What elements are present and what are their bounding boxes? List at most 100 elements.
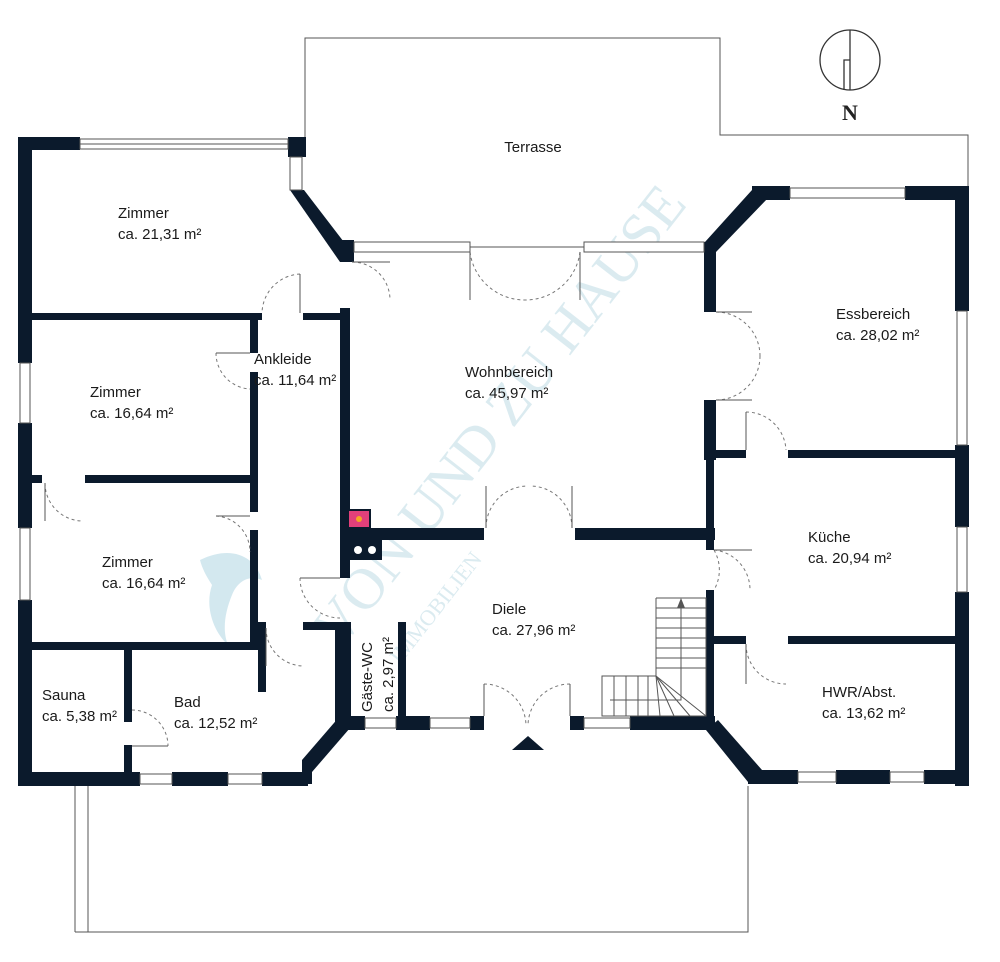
door-swing (713, 549, 720, 591)
window (956, 526, 968, 593)
room-name-gaeste-wc: Gäste-WC (359, 642, 376, 712)
compass-label: N (842, 100, 858, 125)
wall-segment (303, 313, 343, 320)
wall-segment (172, 772, 228, 786)
window (289, 156, 303, 191)
wall-segment (706, 720, 762, 782)
wall-segment (250, 372, 258, 512)
wall-segment (955, 445, 969, 527)
window (353, 241, 471, 253)
room-area-ankleide: ca. 11,64 m² (254, 372, 336, 389)
wall-segment (250, 313, 258, 353)
wall-segment (905, 186, 969, 200)
wall-segment (836, 770, 890, 784)
door-swing (715, 311, 761, 357)
wall-segment (575, 528, 715, 540)
compass-needle-tail (843, 59, 850, 90)
wall-segment (396, 716, 430, 730)
wall-segment (343, 716, 365, 730)
chimney-flue (368, 546, 376, 554)
room-area-zimmer-2: ca. 16,64 m² (90, 405, 173, 422)
room-area-gaeste-wc: ca. 2,97 m² (380, 637, 397, 712)
room-name-essbereich: Essbereich (836, 306, 910, 323)
wall-segment (262, 772, 308, 786)
room-name-zimmer-2: Zimmer (90, 384, 141, 401)
wall-segment (705, 190, 768, 252)
room-area-sauna: ca. 5,38 m² (42, 708, 117, 725)
room-area-zimmer-1: ca. 21,31 m² (118, 226, 201, 243)
staircase (601, 597, 707, 717)
arrow-up-icon (677, 598, 685, 608)
wall-segment (340, 308, 350, 578)
door-swing (485, 485, 529, 529)
room-name-kueche: Küche (808, 529, 851, 546)
wall-segment (302, 760, 312, 784)
window (19, 362, 31, 424)
door-swing (527, 683, 571, 727)
room-name-hwr: HWR/Abst. (822, 684, 896, 701)
wall-segment (85, 475, 258, 483)
room-name-zimmer-1: Zimmer (118, 205, 169, 222)
door-swing (215, 352, 251, 390)
wall-segment (348, 528, 484, 540)
room-name-zimmer-3: Zimmer (102, 554, 153, 571)
door-swing (483, 683, 527, 727)
window (139, 773, 173, 785)
wall-segment (752, 186, 790, 200)
compass: N (819, 29, 881, 125)
window (429, 717, 471, 729)
wall-segment (18, 137, 80, 150)
door-swing (261, 273, 301, 314)
room-area-kueche: ca. 20,94 m² (808, 550, 891, 567)
door-swing (351, 261, 391, 301)
entrance-marker-icon (512, 736, 544, 750)
door-swing (131, 709, 169, 747)
wall-segment (303, 622, 343, 630)
wall-segment (955, 592, 969, 786)
wall-segment (124, 745, 132, 775)
window (19, 527, 31, 601)
chimney (348, 540, 382, 560)
door-swing (745, 643, 787, 685)
window (583, 241, 705, 253)
wall-segment (706, 590, 714, 720)
window (227, 773, 263, 785)
room-name-terrasse: Terrasse (504, 139, 562, 156)
window (364, 717, 397, 729)
room-labels: Terrasse Zimmer ca. 21,31 m² Zimmer ca. … (42, 139, 919, 732)
wall-segment (788, 636, 958, 644)
wall-segment (704, 400, 716, 460)
wall-segment (343, 622, 351, 722)
door-swing (265, 627, 305, 667)
wall-segment (32, 642, 258, 650)
wall-segment (706, 458, 714, 550)
wall-segment (398, 622, 406, 722)
window (789, 187, 906, 199)
wall-segment (18, 772, 140, 786)
terrace-outline (304, 37, 969, 188)
door-swing (713, 549, 751, 591)
wall-segment (258, 622, 266, 692)
wall-segment (470, 716, 484, 730)
wall-segment (630, 716, 715, 730)
wall-segment (788, 450, 958, 458)
wall-segment (924, 770, 969, 784)
chimney-flue (354, 546, 362, 554)
wall-segment (290, 190, 350, 262)
room-area-essbereich: ca. 28,02 m² (836, 327, 919, 344)
wall-segment (18, 423, 32, 528)
fire-icon (356, 516, 362, 522)
wall-segment (714, 636, 746, 644)
room-name-wohnbereich: Wohnbereich (465, 364, 553, 381)
door-swing (715, 355, 761, 401)
wall-segment (250, 530, 258, 648)
room-name-diele: Diele (492, 601, 526, 618)
room-area-zimmer-3: ca. 16,64 m² (102, 575, 185, 592)
door-swing (469, 251, 526, 301)
wall-segment (704, 450, 746, 458)
door-swing (44, 482, 84, 522)
wall-segment (288, 137, 306, 157)
walls (18, 137, 969, 786)
window (583, 717, 631, 729)
watermark-bird-icon (200, 552, 262, 645)
